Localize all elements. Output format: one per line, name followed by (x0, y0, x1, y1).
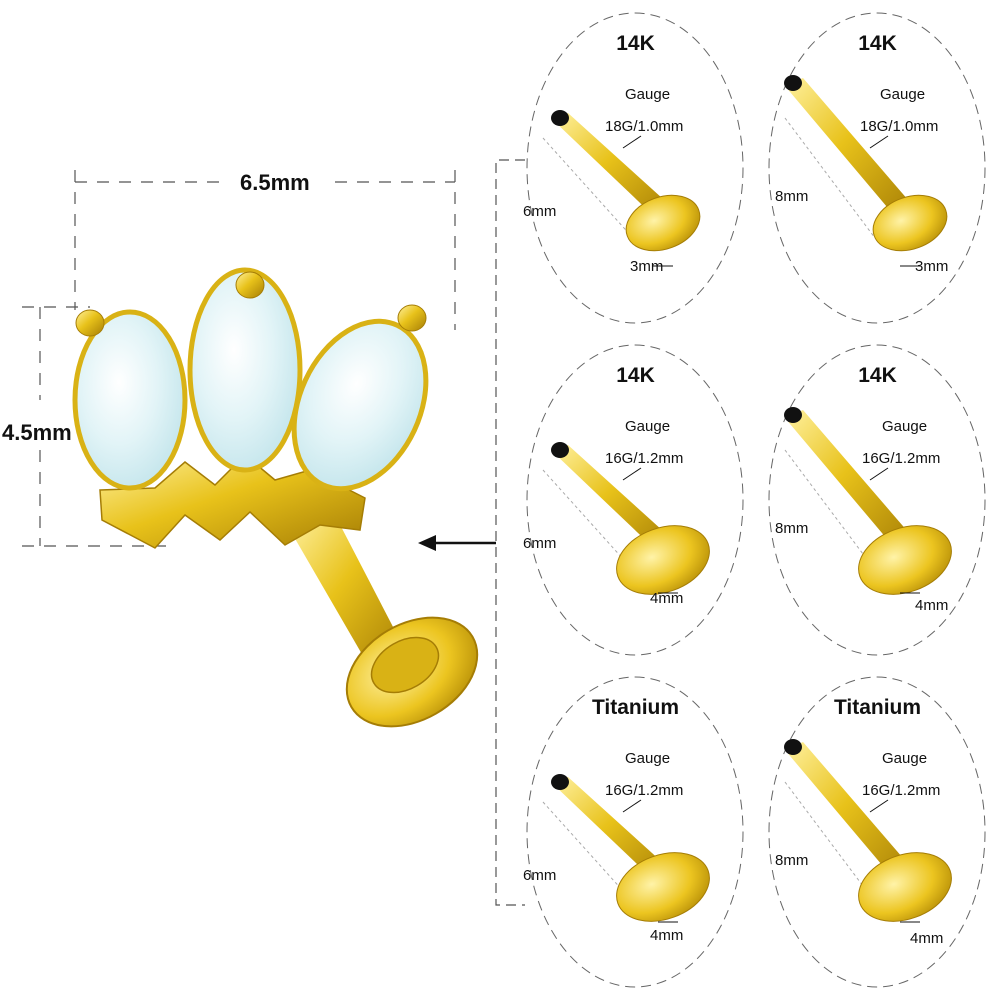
variant-panel-6: Titanium Gauge 16G/1.2mm 8mm 4mm (765, 672, 990, 992)
disc-label: 3mm (630, 258, 664, 275)
gauge-value: 16G/1.2mm (605, 782, 684, 799)
variant-panel-1: 14K Gauge 18G/1.0mm 6mm 3mm (523, 8, 748, 328)
length-label: 6mm (523, 535, 557, 552)
gauge-label: Gauge (880, 86, 926, 103)
variant-illustration (768, 344, 986, 656)
width-label: 6.5mm (240, 170, 310, 195)
variant-panel-4: 14K Gauge 16G/1.2mm 8mm 4mm (765, 340, 990, 660)
gauge-label: Gauge (625, 418, 671, 435)
material-label: 14K (616, 364, 655, 387)
opal-stones (72, 267, 429, 492)
material-label: 14K (616, 32, 655, 55)
variant-illustration (526, 676, 744, 988)
variant-illustration (526, 344, 744, 656)
variant-panel-2: 14K Gauge 18G/1.0mm 8mm 3mm (765, 8, 990, 328)
length-label: 8mm (775, 852, 809, 869)
variant-illustration (768, 12, 986, 324)
material-label: 14K (858, 364, 897, 387)
gauge-label: Gauge (625, 86, 671, 103)
gauge-label: Gauge (882, 750, 928, 767)
disc-label: 4mm (910, 930, 944, 947)
labret-post (290, 515, 479, 728)
variant-panel-5: Titanium Gauge 16G/1.2mm 6mm 4mm (523, 672, 748, 992)
material-label: Titanium (833, 696, 922, 719)
disc-label: 3mm (915, 258, 949, 275)
variant-illustration (768, 676, 986, 988)
length-label: 6mm (523, 867, 557, 884)
arrow-head (418, 535, 436, 551)
length-label: 8mm (775, 520, 809, 537)
width-dimension (74, 170, 456, 330)
material-label: Titanium (591, 696, 680, 719)
material-label: 14K (858, 32, 897, 55)
gauge-value: 16G/1.2mm (862, 782, 941, 799)
disc-label: 4mm (650, 590, 684, 607)
length-label: 6mm (523, 203, 557, 220)
gauge-value: 18G/1.0mm (605, 118, 684, 135)
variant-panel-3: 14K Gauge 16G/1.2mm 6mm 4mm (523, 340, 748, 660)
bracket-connector (432, 159, 525, 906)
height-dimension (22, 306, 175, 547)
gauge-label: Gauge (882, 418, 928, 435)
gauge-value: 18G/1.0mm (860, 118, 939, 135)
prong-tips (75, 271, 427, 337)
gauge-value: 16G/1.2mm (862, 450, 941, 467)
variant-illustration (526, 12, 744, 324)
length-label: 8mm (775, 188, 809, 205)
height-label: 4.5mm (2, 420, 72, 445)
disc-label: 4mm (650, 927, 684, 944)
zigzag-setting (99, 453, 366, 549)
disc-label: 4mm (915, 597, 949, 614)
gauge-value: 16G/1.2mm (605, 450, 684, 467)
gauge-label: Gauge (625, 750, 671, 767)
